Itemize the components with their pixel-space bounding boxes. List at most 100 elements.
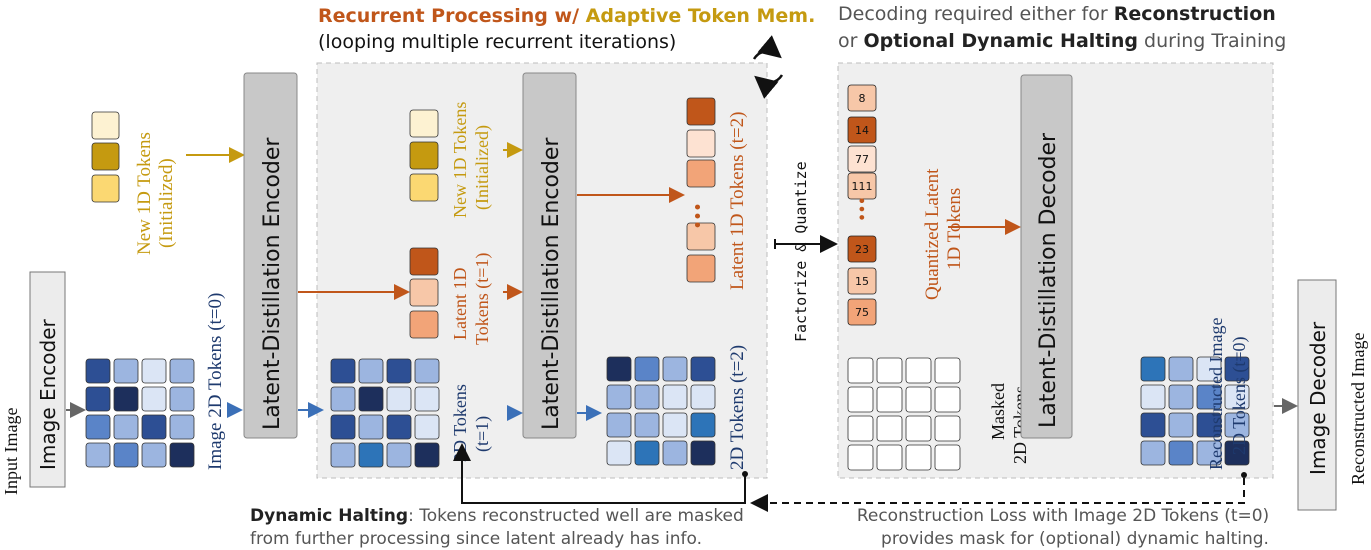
image-encoder-block <box>29 271 66 488</box>
grid-cell <box>358 358 384 384</box>
grid-cell <box>847 357 874 384</box>
encoder-1-label: Latent-Distillation Encoder <box>260 137 285 430</box>
encoder-2-label: Latent-Distillation Encoder <box>539 137 564 430</box>
quantized-token-value: 15 <box>855 275 869 288</box>
grid-cell <box>662 412 688 438</box>
grid-cell <box>386 358 412 384</box>
grid-cell <box>847 415 874 442</box>
grid-cell <box>606 384 632 410</box>
new-tokens-label-1: New 1D Tokens <box>134 132 155 255</box>
2d-token-grid-t1 <box>330 358 440 468</box>
latent-t1-label-1: Latent 1D <box>450 268 470 340</box>
dynamic-halting-caption-1: Dynamic Halting: Tokens reconstructed we… <box>250 506 744 526</box>
grid-cell <box>690 440 716 466</box>
halting-solid-path <box>453 443 746 504</box>
image-2d-tokens-label: Image 2D Tokens (t=0) <box>205 293 226 470</box>
quantized-token <box>847 298 877 326</box>
quantized-token-value: 75 <box>855 306 869 319</box>
grid-cell <box>847 444 874 471</box>
grid-cell <box>934 386 961 413</box>
grid-cell <box>690 356 716 382</box>
grid-cell <box>358 414 384 440</box>
quantized-token <box>847 145 877 173</box>
grid-cell <box>1140 384 1166 410</box>
grid-cell <box>414 386 440 412</box>
title-line2: (looping multiple recurrent iterations) <box>318 31 676 53</box>
grid-cell <box>1168 440 1194 466</box>
quantized-token-value: 77 <box>855 153 869 166</box>
quantized-token-value: 111 <box>852 180 873 193</box>
grid-cell <box>1168 384 1194 410</box>
new-1d-token <box>91 111 120 140</box>
grid-cell <box>414 358 440 384</box>
latent-1d-token-t2 <box>686 129 716 158</box>
grid-cell <box>414 442 440 468</box>
quantized-token-value: 8 <box>859 92 866 105</box>
grid-cell <box>1196 412 1222 438</box>
grid-cell <box>330 442 356 468</box>
grid-cell <box>85 414 111 440</box>
grid-cell <box>1140 440 1166 466</box>
2d-token-grid-t2 <box>606 356 716 466</box>
grid-cell <box>847 386 874 413</box>
latent-1d-token-stack-t1 <box>409 247 439 339</box>
2d-tokens-t1-label-1: 2D Tokens <box>450 384 470 462</box>
2d-tokens-t1-label-2: (t=1) <box>472 416 493 452</box>
latent-t2-ellipsis: ••• <box>691 203 707 230</box>
latent-1d-token-t2 <box>686 254 716 283</box>
grid-cell <box>169 442 195 468</box>
grid-cell <box>414 414 440 440</box>
grid-cell <box>876 415 903 442</box>
grid-cell <box>85 358 111 384</box>
grid-cell <box>934 415 961 442</box>
grid-cell <box>1196 440 1222 466</box>
grid-cell <box>141 414 167 440</box>
grid-cell <box>634 412 660 438</box>
grid-cell <box>386 442 412 468</box>
latent-distillation-encoder-2 <box>522 72 577 439</box>
reconstruction-loss-caption-2: provides mask for (optional) dynamic hal… <box>881 529 1269 549</box>
grid-cell <box>386 386 412 412</box>
grid-cell <box>169 358 195 384</box>
grid-cell <box>690 412 716 438</box>
grid-cell <box>606 412 632 438</box>
new-tokens-mid-label-1: New 1D Tokens <box>450 102 470 218</box>
factorize-quantize-label: Factorize & Quantize <box>792 161 810 342</box>
decoder-label: Latent-Distillation Decoder <box>1036 132 1061 428</box>
grid-cell <box>169 386 195 412</box>
decoding-note-line1: Decoding required either for Reconstruct… <box>838 3 1276 25</box>
grid-cell <box>876 357 903 384</box>
quantized-token <box>847 116 877 144</box>
grid-cell <box>113 414 139 440</box>
grid-cell <box>1140 412 1166 438</box>
quantized-label-1: Quantized Latent <box>922 168 943 300</box>
quantized-ellipsis: ••• <box>856 197 871 222</box>
quantized-token <box>847 172 877 200</box>
latent-1d-token-t2 <box>686 222 716 251</box>
latent-distillation-decoder <box>1020 74 1073 439</box>
input-image-label: Input Image <box>1 408 21 495</box>
grid-cell <box>934 357 961 384</box>
grid-cell <box>113 442 139 468</box>
latent-1d-token-t1 <box>409 310 439 339</box>
grid-cell <box>330 414 356 440</box>
grid-cell <box>113 386 139 412</box>
new-1d-token <box>91 142 120 171</box>
grid-cell <box>85 386 111 412</box>
grid-cell <box>876 386 903 413</box>
latent-1d-token-t1 <box>409 247 439 276</box>
grid-cell <box>358 386 384 412</box>
grid-cell <box>634 440 660 466</box>
masked-label-1: Masked <box>988 383 1008 440</box>
recon-tokens-label-2: 2D Tokens (t=0) <box>1229 336 1250 455</box>
grid-cell <box>634 356 660 382</box>
grid-cell <box>113 358 139 384</box>
title-line1: Recurrent Processing w/ Adaptive Token M… <box>318 5 815 27</box>
grid-cell <box>662 356 688 382</box>
quantized-token <box>847 235 877 263</box>
grid-cell <box>1196 356 1222 382</box>
latent-1d-token-t2 <box>686 159 716 188</box>
dynamic-halting-caption-2: from further processing since latent alr… <box>250 529 702 549</box>
loop-icon <box>752 35 784 99</box>
